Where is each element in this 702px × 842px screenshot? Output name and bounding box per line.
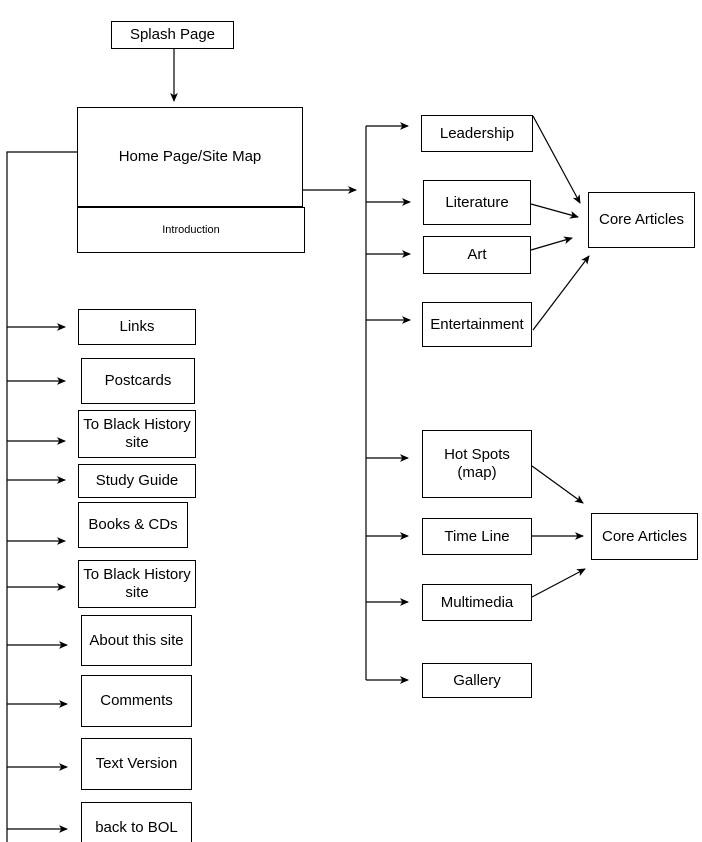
edge-art-to-core-top [530, 236, 573, 251]
node-postcards[interactable]: Postcards [81, 358, 195, 404]
node-label: Hot Spots (map) [444, 446, 510, 481]
node-entertainment[interactable]: Entertainment [422, 302, 532, 347]
node-label: Splash Page [129, 26, 216, 44]
node-leadership[interactable]: Leadership [421, 115, 533, 152]
node-label: Time Line [444, 527, 510, 545]
node-core-articles-top[interactable]: Core Articles [588, 192, 695, 248]
node-time-line[interactable]: Time Line [422, 518, 532, 555]
node-label: About this site [89, 631, 184, 649]
node-introduction[interactable]: Introduction [77, 207, 305, 253]
node-label: To Black History site [83, 566, 191, 601]
node-links[interactable]: Links [78, 309, 196, 345]
node-books-and-cds[interactable]: Books & CDs [78, 502, 188, 548]
node-to-black-history-site-1[interactable]: To Black History site [78, 410, 196, 458]
node-label: Multimedia [440, 593, 514, 611]
node-label: Art [467, 246, 487, 264]
node-label: Comments [100, 692, 173, 710]
node-back-to-bol[interactable]: back to BOL [81, 802, 192, 842]
edge-leadership-to-core-top [532, 115, 581, 204]
node-label: Core Articles [598, 211, 685, 229]
node-hot-spots[interactable]: Hot Spots (map) [422, 430, 532, 498]
node-label: Postcards [104, 372, 172, 390]
node-label: Study Guide [95, 472, 179, 490]
node-comments[interactable]: Comments [81, 675, 192, 727]
node-study-guide[interactable]: Study Guide [78, 464, 196, 498]
node-to-black-history-site-2[interactable]: To Black History site [78, 560, 196, 608]
edge-multimedia-to-core-bottom [531, 568, 586, 598]
node-multimedia[interactable]: Multimedia [422, 584, 532, 621]
node-splash-page[interactable]: Splash Page [111, 21, 234, 49]
node-about-this-site[interactable]: About this site [81, 615, 192, 666]
edge-entertainment-to-core-top [532, 255, 590, 331]
node-label: back to BOL [95, 819, 178, 837]
node-literature[interactable]: Literature [423, 180, 531, 225]
node-art[interactable]: Art [423, 236, 531, 274]
node-core-articles-bottom[interactable]: Core Articles [591, 513, 698, 560]
node-label: Introduction [162, 223, 220, 236]
edge-literature-to-core-top [530, 203, 579, 219]
node-label: Gallery [453, 671, 501, 689]
node-label: To Black History site [83, 416, 191, 451]
node-gallery[interactable]: Gallery [422, 663, 532, 698]
node-home-page[interactable]: Home Page/Site Map [77, 107, 303, 207]
edge-home-to-left-trunk [6, 151, 77, 842]
node-label: Text Version [95, 755, 178, 773]
node-label: Core Articles [601, 527, 688, 545]
node-text-version[interactable]: Text Version [81, 738, 192, 790]
edge-hot-spots-to-core-bottom [531, 465, 584, 504]
node-label: Home Page/Site Map [118, 148, 262, 166]
node-label: Entertainment [430, 315, 524, 333]
node-label: Literature [445, 193, 509, 211]
node-label: Leadership [439, 124, 515, 142]
node-label: Books & CDs [88, 516, 178, 534]
node-label: Links [119, 318, 155, 336]
